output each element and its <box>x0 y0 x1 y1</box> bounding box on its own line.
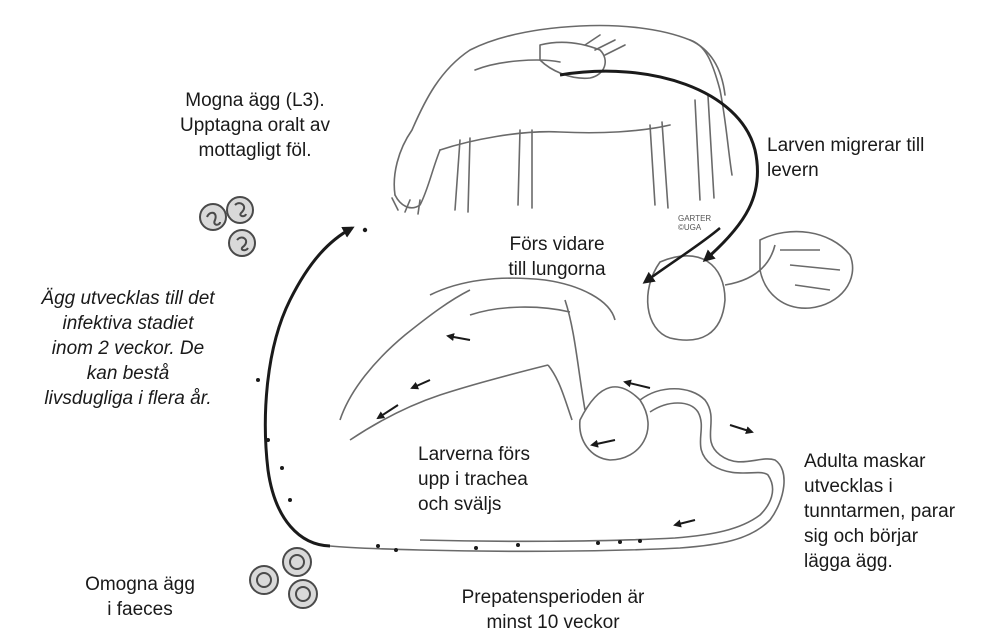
adult-worms-label: Adulta maskar utvecklas i tunntarmen, pa… <box>804 449 989 574</box>
mature-eggs-illustration <box>200 197 255 256</box>
immature-eggs-label: Omogna ägg i faeces <box>70 572 210 622</box>
prepatent-label: Prepatensperioden är minst 10 veckor <box>428 585 678 635</box>
horse-illustration <box>392 26 732 214</box>
mature-eggs-label: Mogna ägg (L3). Upptagna oralt av mottag… <box>150 88 360 163</box>
immature-eggs-illustration <box>250 548 317 608</box>
larva-liver-label: Larven migrerar till levern <box>767 133 977 183</box>
trachea-label: Larverna förs upp i trachea och sväljs <box>418 442 588 517</box>
cycle-arrow-up <box>265 228 352 546</box>
foal-head-illustration <box>340 278 648 460</box>
egg-development-label: Ägg utvecklas till det infektiva stadiet… <box>2 286 254 411</box>
to-lungs-label: Förs vidare till lungorna <box>482 232 632 282</box>
artist-credit: GARTER ©UGA <box>678 214 718 232</box>
liver-illustration <box>648 232 853 341</box>
